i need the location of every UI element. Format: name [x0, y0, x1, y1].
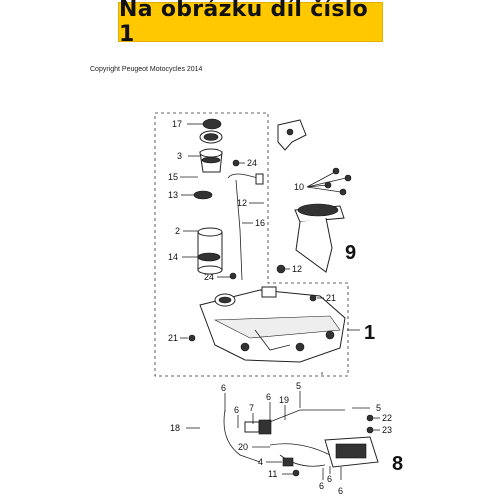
- callout-6-f: 6: [338, 486, 343, 496]
- callout-24-lower: 24: [204, 272, 214, 282]
- filler-cap-part: [199, 118, 223, 144]
- leader-lines: [180, 123, 380, 480]
- clamp-14-part: [197, 252, 221, 262]
- screw-11-part: [292, 469, 300, 477]
- callout-10: 10: [294, 182, 304, 192]
- callout-24: 24: [247, 158, 257, 168]
- callout-16: 16: [255, 218, 265, 228]
- filler-hose-part: [197, 227, 223, 275]
- callout-13: 13: [168, 190, 178, 200]
- fuel-tank-part: [199, 286, 346, 363]
- breather-pipe-part: [227, 173, 264, 281]
- callout-15: 15: [168, 172, 178, 182]
- callout-11: 11: [268, 469, 277, 479]
- callout-22: 22: [382, 413, 392, 423]
- callout-17: 17: [172, 119, 182, 129]
- callout-6-a: 6: [221, 383, 226, 393]
- callout-14: 14: [168, 252, 178, 262]
- tank-support-part: [294, 203, 345, 273]
- bracket-part: [277, 119, 307, 151]
- bolts-10-part: [324, 167, 352, 196]
- callout-21: 21: [326, 293, 336, 303]
- callout-7: 7: [249, 403, 254, 413]
- callout-4: 4: [258, 457, 263, 467]
- callout-21-left: 21: [168, 333, 178, 343]
- bolt-21b-part: [188, 334, 196, 342]
- callout-6-d: 6: [319, 481, 324, 491]
- clip-24-part: [232, 159, 240, 167]
- fuel-pump-part: [324, 436, 379, 468]
- clip-24b-part: [229, 272, 237, 280]
- callout-2: 2: [175, 226, 180, 236]
- filler-neck-part: [199, 148, 223, 173]
- callout-18: 18: [170, 423, 180, 433]
- part-number-banner: Na obrázku díl číslo 1: [118, 0, 383, 47]
- callout-9-large: 9: [345, 242, 356, 264]
- callout-5-top: 5: [296, 381, 301, 391]
- callout-6-c: 6: [266, 392, 271, 402]
- fuel-lines-part: [189, 406, 345, 467]
- callout-5-right: 5: [376, 403, 381, 413]
- valve-4-part: [282, 457, 294, 467]
- callout-12: 12: [237, 198, 247, 208]
- callout-23: 23: [382, 425, 392, 435]
- callout-1-large: 1: [364, 322, 375, 344]
- fuel-filter-part: [244, 419, 272, 435]
- copyright-text: Copyright Peugeot Motocycles 2014: [90, 66, 203, 73]
- callout-20: 20: [238, 442, 248, 452]
- callout-6-e: 6: [327, 474, 332, 484]
- callout-19: 19: [279, 395, 289, 405]
- clip-23-part: [366, 426, 374, 434]
- callout-12-lower: 12: [292, 264, 302, 274]
- banner-title: Na obrázku díl číslo 1: [119, 0, 369, 47]
- bolt-21a-part: [309, 294, 317, 302]
- clip-22-part: [366, 414, 374, 422]
- assembly-group-outline: [154, 112, 349, 377]
- clamp-13-part: [193, 190, 213, 200]
- callout-6-b: 6: [234, 405, 239, 415]
- nut-12-part: [276, 264, 286, 274]
- callout-8-large: 8: [392, 453, 403, 475]
- callout-3: 3: [177, 151, 182, 161]
